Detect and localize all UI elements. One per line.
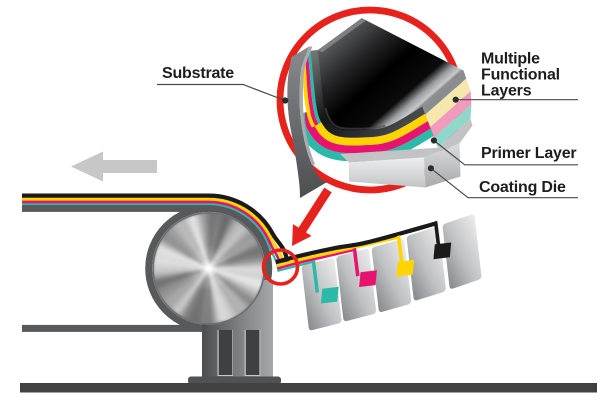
svg-text:Layers: Layers <box>481 83 532 100</box>
svg-text:Functional: Functional <box>481 66 560 83</box>
svg-text:Substrate: Substrate <box>162 65 234 82</box>
svg-text:Multiple: Multiple <box>481 50 540 67</box>
svg-text:Coating Die: Coating Die <box>479 179 566 196</box>
svg-text:Primer Layer: Primer Layer <box>481 145 576 162</box>
